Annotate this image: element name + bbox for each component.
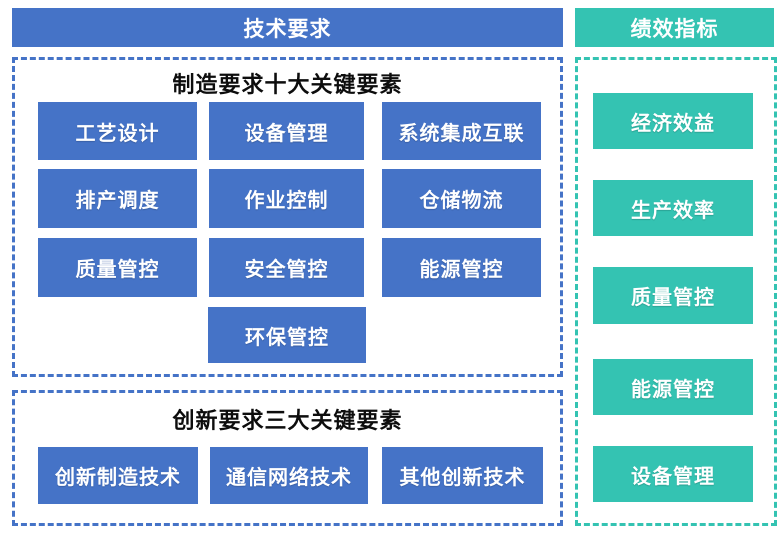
manufacturing-item-safety-control: 安全管控 — [209, 238, 364, 297]
manufacturing-item-operation-control: 作业控制 — [209, 169, 364, 228]
manufacturing-item-quality-control: 质量管控 — [38, 238, 197, 297]
innovation-box-title: 创新要求三大关键要素 — [172, 408, 403, 433]
manufacturing-item-process-design: 工艺设计 — [38, 102, 197, 160]
manufacturing-item-energy-control: 能源管控 — [382, 238, 541, 297]
header-performance-indicators: 绩效指标 — [575, 8, 774, 47]
manufacturing-item-warehouse-logistics: 仓储物流 — [382, 169, 541, 228]
performance-item-equipment-management: 设备管理 — [593, 446, 753, 502]
manufacturing-item-production-scheduling: 排产调度 — [38, 169, 197, 228]
manufacturing-item-system-integration: 系统集成互联 — [382, 102, 541, 160]
performance-item-production-efficiency: 生产效率 — [593, 180, 753, 236]
innovation-item-communication-network-tech: 通信网络技术 — [210, 447, 368, 504]
performance-item-economic-benefit: 经济效益 — [593, 93, 753, 149]
manufacturing-item-environmental-control: 环保管控 — [208, 307, 366, 363]
manufacturing-item-equipment-management: 设备管理 — [209, 102, 364, 160]
performance-item-energy-control: 能源管控 — [593, 359, 753, 415]
header-tech-requirements: 技术要求 — [12, 8, 563, 47]
innovation-item-other-innovation-tech: 其他创新技术 — [382, 447, 543, 504]
manufacturing-box-title: 制造要求十大关键要素 — [172, 72, 403, 97]
innovation-item-manufacturing-tech: 创新制造技术 — [38, 447, 198, 504]
performance-item-quality-control: 质量管控 — [593, 267, 753, 324]
